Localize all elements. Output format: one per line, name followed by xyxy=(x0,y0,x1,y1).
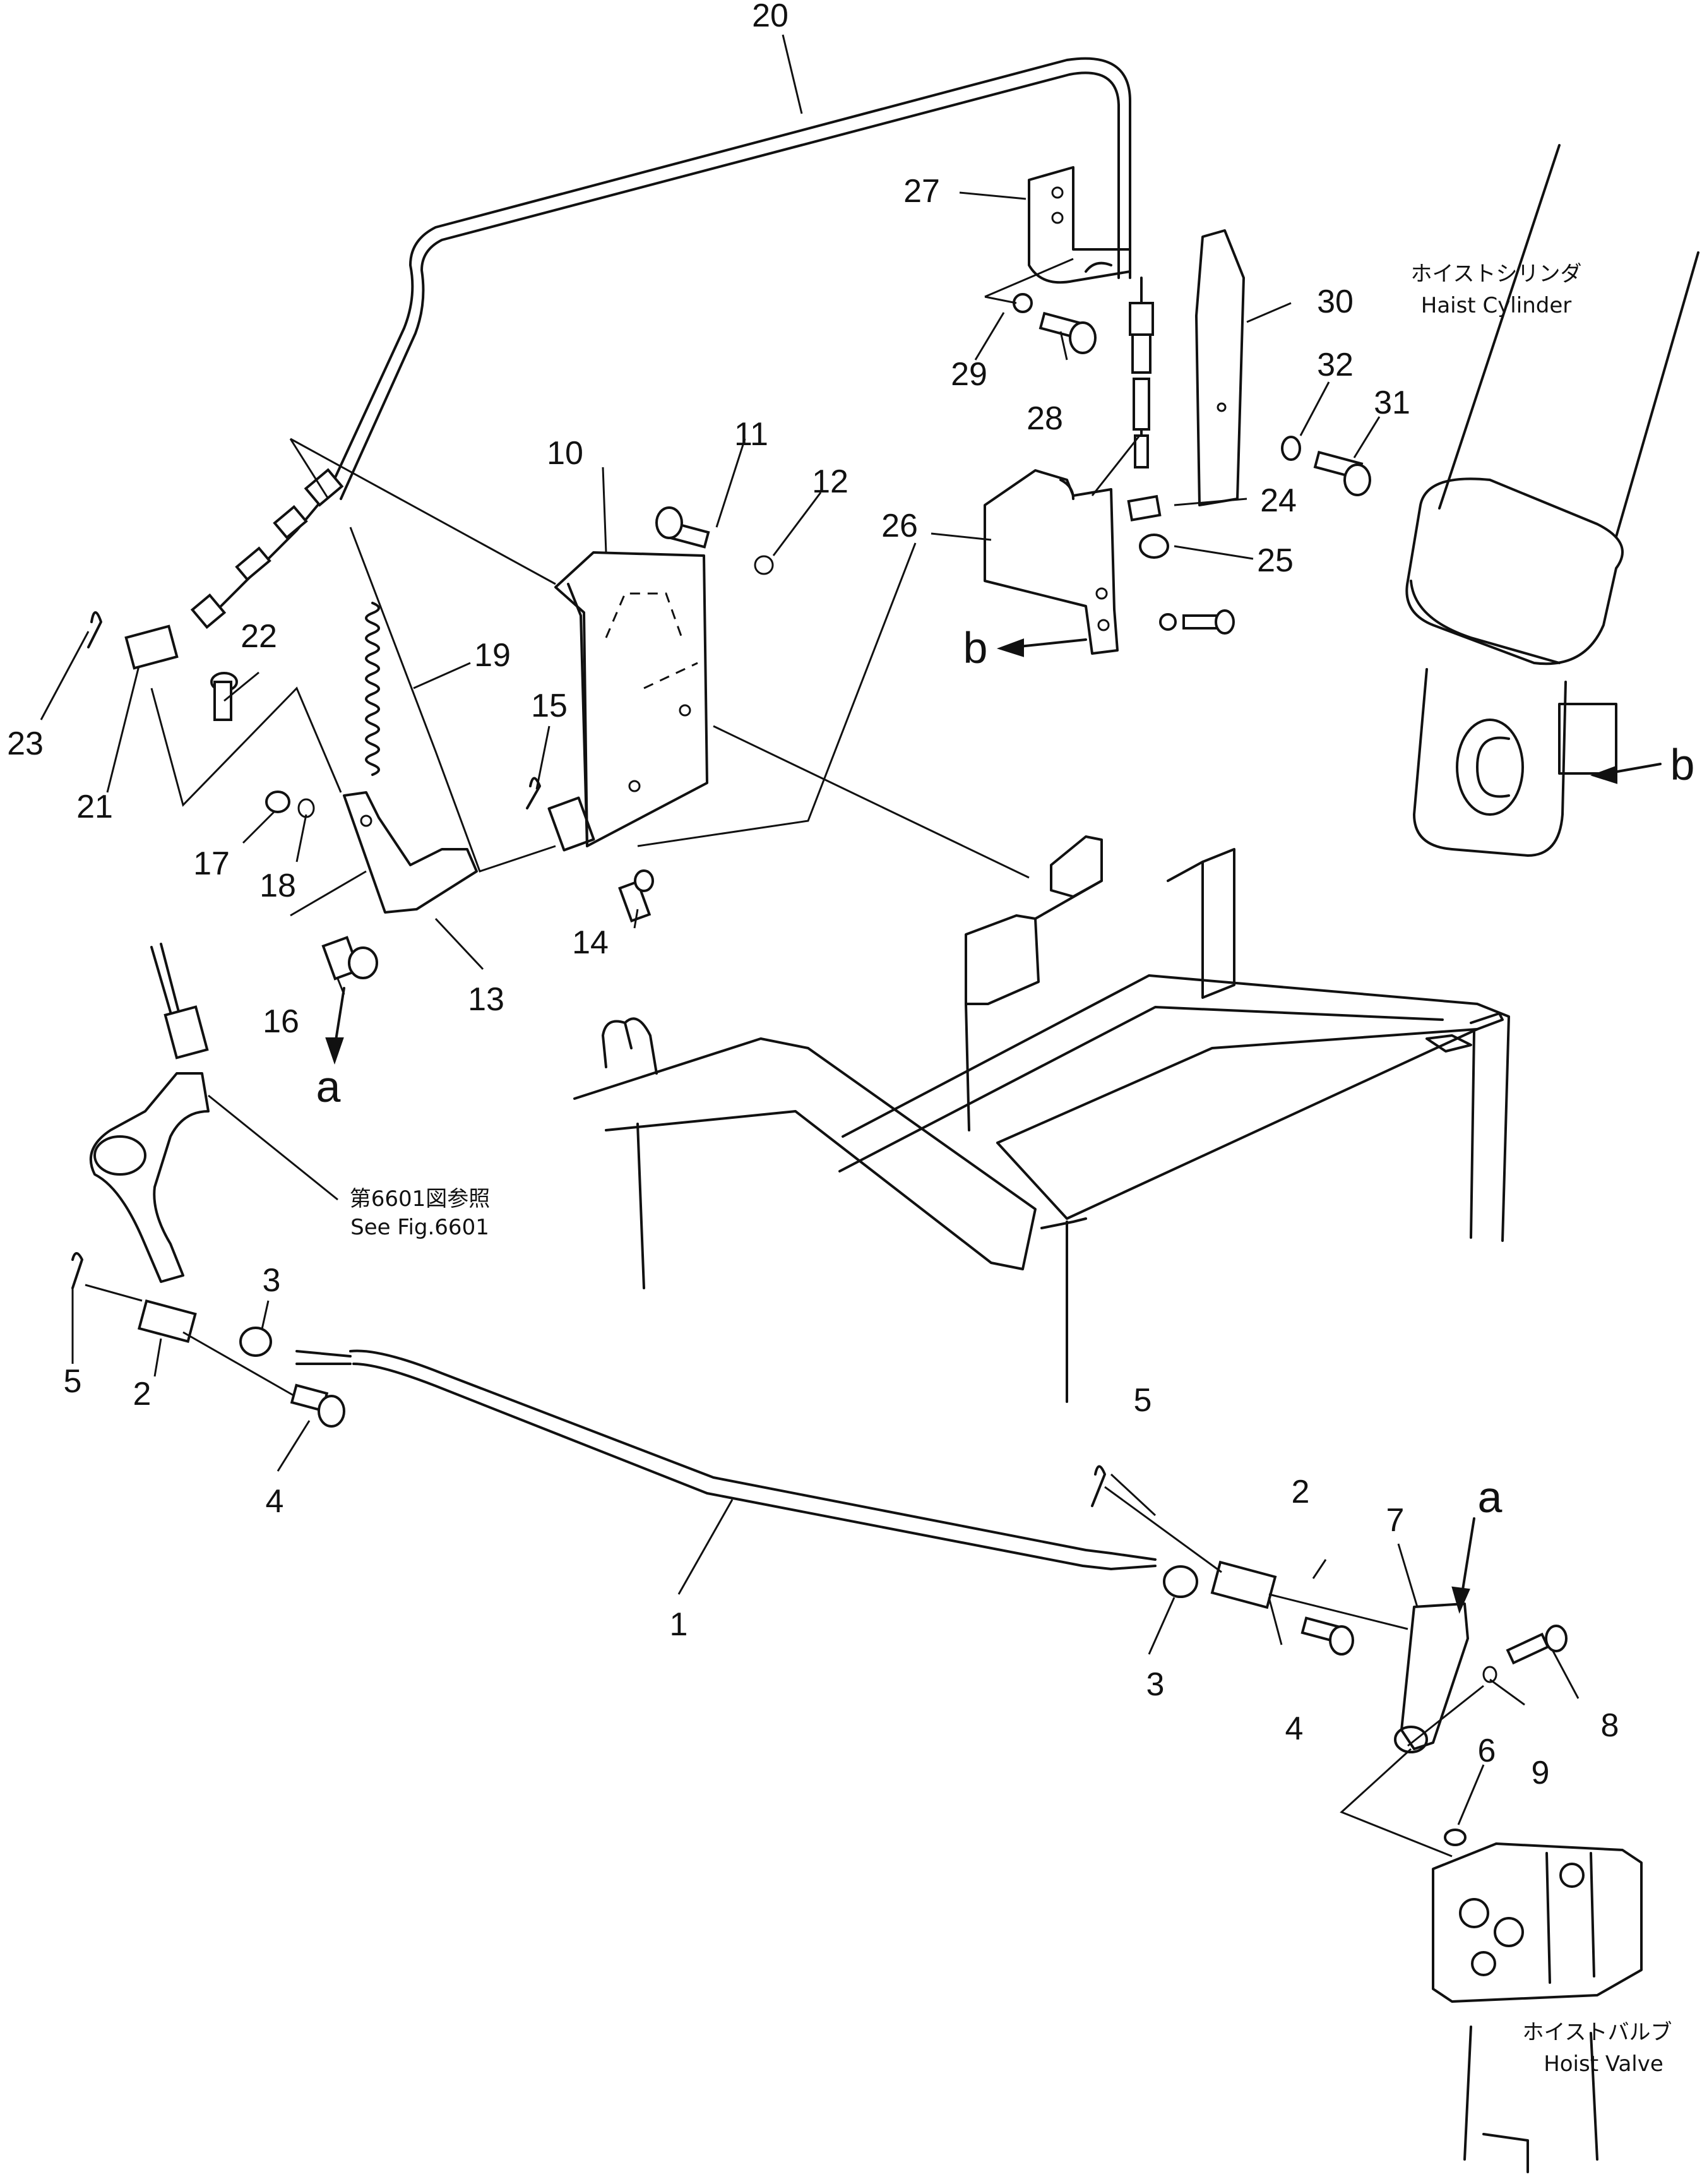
bolt-31 xyxy=(1281,436,1371,496)
view-a-lower: a xyxy=(1478,1472,1503,1522)
callout-2-left: 2 xyxy=(133,1376,152,1412)
notes: ホイストシリンダ Haist Cylinder 第6601図参照 See Fig… xyxy=(350,261,1672,2077)
hardware-upper-left xyxy=(87,506,774,981)
callout-6: 6 xyxy=(1478,1733,1496,1769)
note-see-fig-en: See Fig.6601 xyxy=(350,1215,489,1240)
callout-21: 21 xyxy=(76,789,113,825)
callout-4-right: 4 xyxy=(1285,1710,1304,1747)
bolt-28 xyxy=(1013,293,1097,354)
note-see-fig-jp: 第6601図参照 xyxy=(350,1186,491,1212)
callout-25: 25 xyxy=(1257,542,1294,579)
callout-29: 29 xyxy=(951,356,987,393)
note-hoist-valve-jp: ホイストバルブ xyxy=(1523,2020,1672,2045)
callout-3-left: 3 xyxy=(263,1262,281,1299)
callout-5-right: 5 xyxy=(1134,1382,1152,1419)
callout-28: 28 xyxy=(1027,400,1063,437)
clevis-right xyxy=(1091,1465,1568,1846)
callout-numbers: 20 27 29 28 30 32 31 24 25 26 10 11 12 1… xyxy=(7,0,1619,1791)
view-b-right: b xyxy=(1670,740,1695,789)
callout-32: 32 xyxy=(1317,347,1354,383)
view-letters: a a b b xyxy=(316,623,1695,1522)
callout-20: 20 xyxy=(752,0,789,34)
spring-19 xyxy=(365,602,380,776)
view-b-left: b xyxy=(963,623,988,672)
callout-2-right: 2 xyxy=(1292,1474,1310,1510)
callout-19: 19 xyxy=(474,637,511,674)
note-haist-cylinder-jp: ホイストシリンダ xyxy=(1411,261,1582,287)
clevis-left xyxy=(71,1252,345,1428)
callout-14: 14 xyxy=(572,924,609,961)
control-cable xyxy=(190,57,1154,630)
callout-15: 15 xyxy=(531,688,568,724)
callout-9: 9 xyxy=(1532,1755,1550,1791)
callout-26: 26 xyxy=(881,508,918,544)
view-arrows xyxy=(325,638,1662,1614)
callout-22: 22 xyxy=(241,618,277,655)
callout-11: 11 xyxy=(734,416,768,453)
callout-27: 27 xyxy=(903,173,940,210)
hoist-valve xyxy=(1432,1842,1643,2173)
callout-1: 1 xyxy=(670,1606,688,1643)
callout-24: 24 xyxy=(1260,482,1297,519)
callout-7: 7 xyxy=(1386,1502,1405,1539)
callout-18: 18 xyxy=(259,868,296,904)
hoist-cylinder xyxy=(1405,144,1699,857)
callout-16: 16 xyxy=(263,1003,299,1040)
note-haist-cylinder-en: Haist Cylinder xyxy=(1421,293,1572,318)
leader-lines xyxy=(40,34,1580,1858)
callout-10: 10 xyxy=(547,435,583,472)
small-parts-24-25 xyxy=(1127,494,1235,635)
bracket-26 xyxy=(984,469,1119,655)
view-a-upper: a xyxy=(316,1062,341,1111)
valve-bracket-10 xyxy=(547,551,708,852)
bracket-27 xyxy=(1028,166,1131,284)
callout-4-left: 4 xyxy=(266,1483,284,1520)
callout-12: 12 xyxy=(812,463,848,500)
callout-8: 8 xyxy=(1601,1707,1619,1744)
callout-5-left: 5 xyxy=(64,1363,82,1400)
pitman-arm xyxy=(89,943,210,1283)
lever-13 xyxy=(343,791,478,914)
plate-30 xyxy=(1195,229,1245,506)
rod-1 xyxy=(295,1349,1157,1570)
frame-body xyxy=(573,835,1510,1403)
callout-23: 23 xyxy=(7,725,44,762)
callout-17: 17 xyxy=(193,845,230,882)
callout-13: 13 xyxy=(468,981,504,1018)
callout-31: 31 xyxy=(1374,385,1410,421)
callout-30: 30 xyxy=(1317,283,1354,320)
note-hoist-valve-en: Hoist Valve xyxy=(1544,2051,1663,2077)
callout-3-right: 3 xyxy=(1146,1666,1165,1703)
